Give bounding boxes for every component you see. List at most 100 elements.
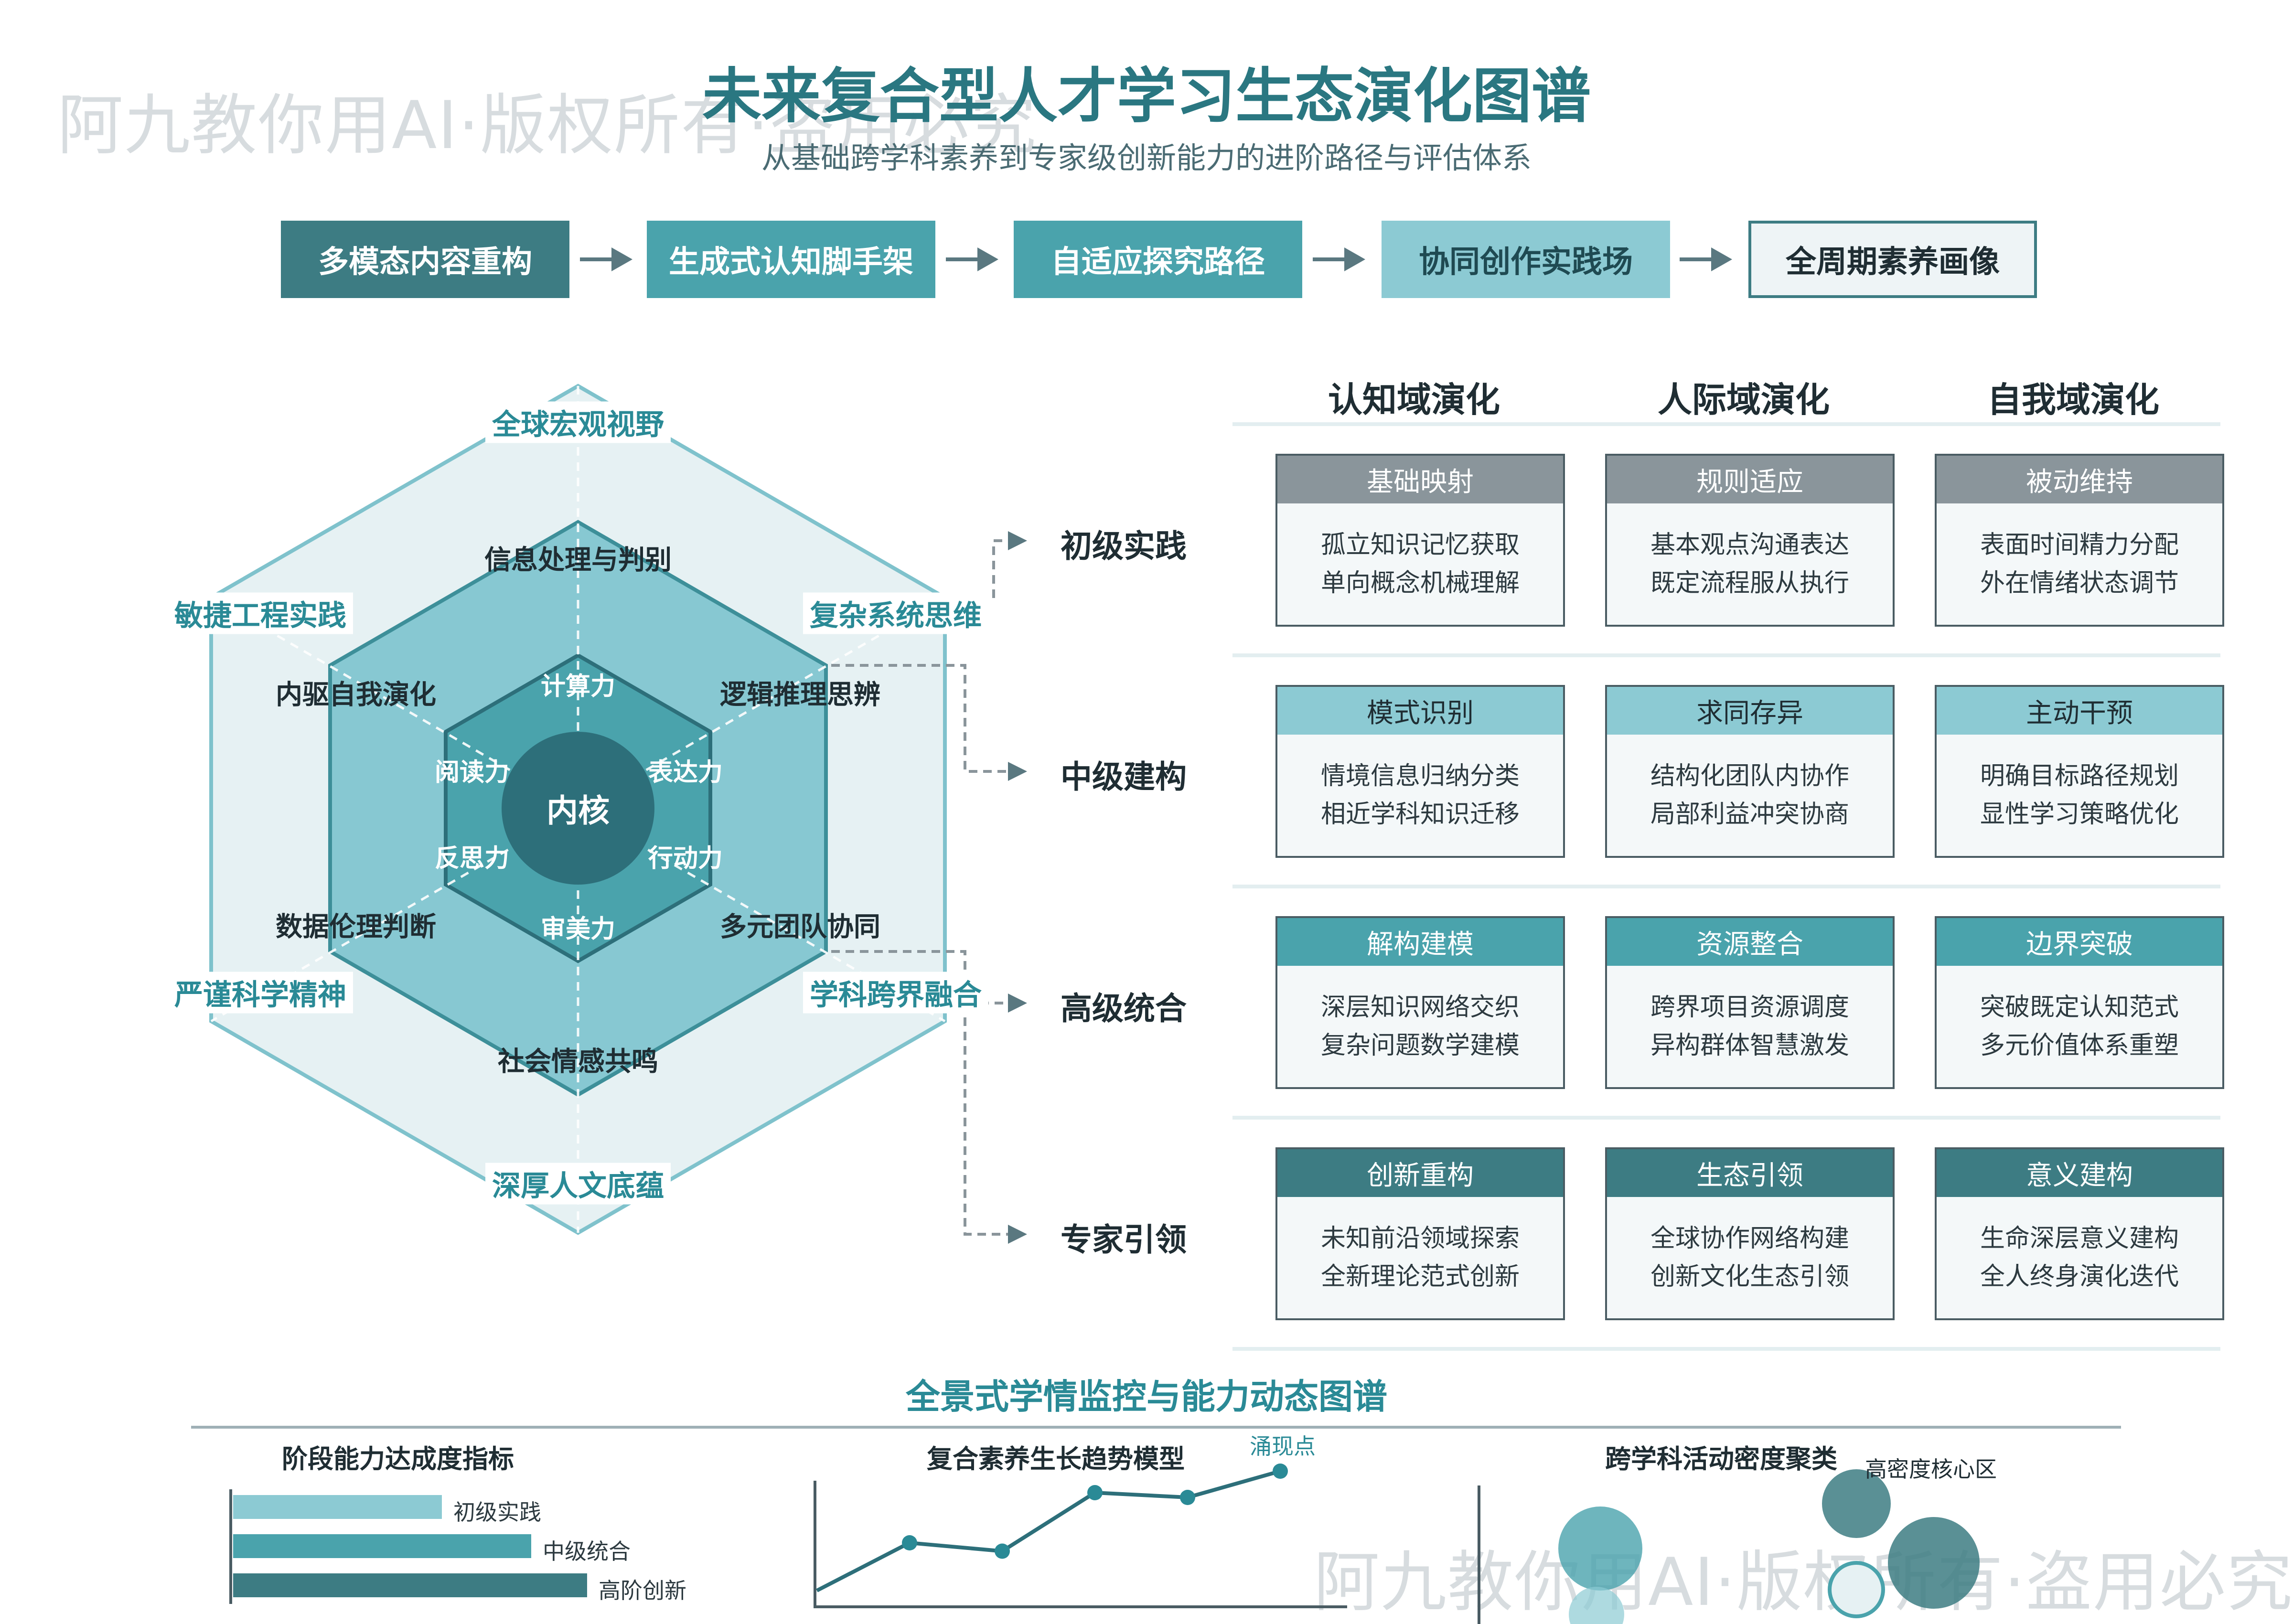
card-body: 孤立知识记忆获取单向概念机械理解	[1277, 503, 1563, 625]
card-line: 未知前沿领域探索	[1320, 1224, 1520, 1253]
level-label-3: 高级统合	[1061, 990, 1187, 1027]
grid-card: 主动干预 明确目标路径规划显性学习策略优化	[1935, 685, 2224, 858]
level-arrow-3	[1008, 994, 1027, 1013]
grid-card: 基础映射 孤立知识记忆获取单向概念机械理解	[1275, 454, 1565, 627]
bubble	[1822, 1469, 1891, 1538]
card-line: 明确目标路径规划	[1980, 762, 2179, 791]
grid-card: 生态引领 全球协作网络构建创新文化生态引领	[1605, 1147, 1895, 1320]
level-arrow-1	[1008, 531, 1027, 550]
card-line: 全球协作网络构建	[1650, 1224, 1849, 1253]
card-line: 生命深层意义建构	[1980, 1224, 2179, 1253]
flow-step-2: 生成式认知脚手架	[647, 221, 935, 298]
hex-outer-label: 敏捷工程实践	[168, 592, 353, 634]
line-chart-point	[1087, 1485, 1103, 1500]
flow-step-4: 协同创作实践场	[1382, 221, 1670, 298]
hex-middle-label: 多元团队协同	[720, 911, 880, 943]
grid-divider	[1232, 1116, 2220, 1120]
card-line: 复杂问题数学建模	[1320, 1031, 1520, 1060]
card-body: 生命深层意义建构全人终身演化迭代	[1937, 1197, 2222, 1318]
card-line: 异构群体智慧激发	[1650, 1031, 1849, 1060]
level-label-4: 专家引领	[1061, 1221, 1187, 1258]
bar-chart-bar	[233, 1495, 442, 1519]
domain-header-interpersonal: 人际域演化	[1657, 380, 1830, 420]
card-body: 跨界项目资源调度异构群体智慧激发	[1607, 966, 1893, 1087]
bar-chart-bar	[233, 1573, 587, 1597]
card-line: 全新理论范式创新	[1320, 1262, 1520, 1291]
flow-arrow-1	[580, 247, 632, 271]
core-circle	[502, 732, 654, 885]
hex-middle-label: 社会情感共鸣	[498, 1046, 658, 1078]
card-line: 多元价值体系重塑	[1980, 1031, 2179, 1060]
line-chart-axis	[814, 1481, 1347, 1608]
hex-middle-label: 信息处理与判别	[484, 545, 672, 576]
hex-inner-label: 审美力	[540, 915, 616, 944]
bubble	[1558, 1506, 1642, 1591]
card-body: 突破既定认知范式多元价值体系重塑	[1937, 966, 2222, 1087]
card-title: 解构建模	[1277, 918, 1563, 966]
bubble	[1569, 1587, 1624, 1624]
bubble	[1888, 1517, 1980, 1609]
card-body: 明确目标路径规划显性学习策略优化	[1937, 735, 2222, 856]
line-chart-point	[902, 1535, 917, 1550]
hex-outer-label: 深厚人文底蕴	[485, 1163, 671, 1205]
bubble	[1828, 1561, 1885, 1618]
card-line: 表面时间精力分配	[1980, 531, 2179, 559]
flow-step-3: 自适应探究路径	[1014, 221, 1302, 298]
grid-card: 创新重构 未知前沿领域探索全新理论范式创新	[1275, 1147, 1565, 1320]
domain-header-cognitive: 认知域演化	[1328, 380, 1500, 420]
card-body: 表面时间精力分配外在情绪状态调节	[1937, 503, 2222, 625]
level-connector-2	[831, 664, 1008, 773]
grid-card: 意义建构 生命深层意义建构全人终身演化迭代	[1935, 1147, 2224, 1320]
card-body: 基本观点沟通表达既定流程服从执行	[1607, 503, 1893, 625]
card-title: 被动维持	[1937, 456, 2222, 503]
card-line: 孤立知识记忆获取	[1320, 531, 1520, 559]
card-title: 模式识别	[1277, 687, 1563, 735]
card-line: 基本观点沟通表达	[1650, 531, 1849, 559]
grid-divider	[1232, 653, 2220, 657]
hex-outer-label: 严谨科学精神	[168, 972, 353, 1014]
card-body: 未知前沿领域探索全新理论范式创新	[1277, 1197, 1563, 1318]
grid-card: 被动维持 表面时间精力分配外在情绪状态调节	[1935, 454, 2224, 627]
watermark-top: 阿九教你用AI·版权所有·盗用必究	[57, 87, 1037, 164]
flow-arrow-2	[946, 247, 998, 271]
hex-outer-label: 复杂系统思维	[803, 592, 988, 634]
watermark-bottom: 阿九教你用AI·版权所有·盗用必究	[1314, 1544, 2293, 1621]
monitoring-divider	[191, 1426, 2121, 1429]
monitoring-title: 全景式学情监控与能力动态图谱	[905, 1377, 1387, 1417]
bar-chart-label: 初级实践	[453, 1499, 541, 1525]
bar-chart-title: 阶段能力达成度指标	[282, 1444, 514, 1474]
card-line: 情境信息归纳分类	[1320, 762, 1520, 791]
card-line: 突破既定认知范式	[1980, 993, 2179, 1022]
bubble-chart-title: 跨学科活动密度聚类	[1605, 1444, 1837, 1474]
card-line: 结构化团队内协作	[1650, 762, 1849, 791]
card-line: 深层知识网络交织	[1320, 993, 1520, 1022]
line-chart-annotation: 涌现点	[1250, 1433, 1316, 1459]
hex-inner-label: 计算力	[540, 672, 616, 701]
hex-inner-label: 反思力	[434, 844, 510, 873]
card-body: 情境信息归纳分类相近学科知识迁移	[1277, 735, 1563, 856]
hex-core-label: 内核	[546, 792, 610, 829]
hex-inner-label: 阅读力	[434, 758, 510, 787]
flow-step-5: 全周期素养画像	[1748, 221, 2037, 298]
line-chart-series	[816, 1469, 1281, 1592]
bar-chart-axis	[229, 1489, 232, 1604]
hex-outer-label: 学科跨界融合	[803, 972, 988, 1014]
grid-card: 解构建模 深层知识网络交织复杂问题数学建模	[1275, 916, 1565, 1089]
card-title: 规则适应	[1607, 456, 1893, 503]
grid-divider	[1232, 422, 2220, 426]
card-body: 深层知识网络交织复杂问题数学建模	[1277, 966, 1563, 1087]
card-line: 跨界项目资源调度	[1650, 993, 1849, 1022]
grid-card: 边界突破 突破既定认知范式多元价值体系重塑	[1935, 916, 2224, 1089]
hex-middle-label: 逻辑推理思辨	[720, 679, 880, 711]
card-title: 创新重构	[1277, 1149, 1563, 1197]
page-title: 未来复合型人才学习生态演化图谱	[702, 62, 1591, 131]
line-chart-title: 复合素养生长趋势模型	[927, 1444, 1185, 1474]
bar-chart-label: 中级统合	[543, 1539, 631, 1564]
domain-header-self: 自我域演化	[1987, 380, 2159, 420]
grid-card: 求同存异 结构化团队内协作局部利益冲突协商	[1605, 685, 1895, 858]
card-title: 求同存异	[1607, 687, 1893, 735]
hex-middle-label: 数据伦理判断	[276, 911, 436, 943]
hex-middle-label: 内驱自我演化	[276, 679, 436, 711]
card-line: 全人终身演化迭代	[1980, 1262, 2179, 1291]
hex-outer-label: 全球宏观视野	[485, 401, 671, 443]
